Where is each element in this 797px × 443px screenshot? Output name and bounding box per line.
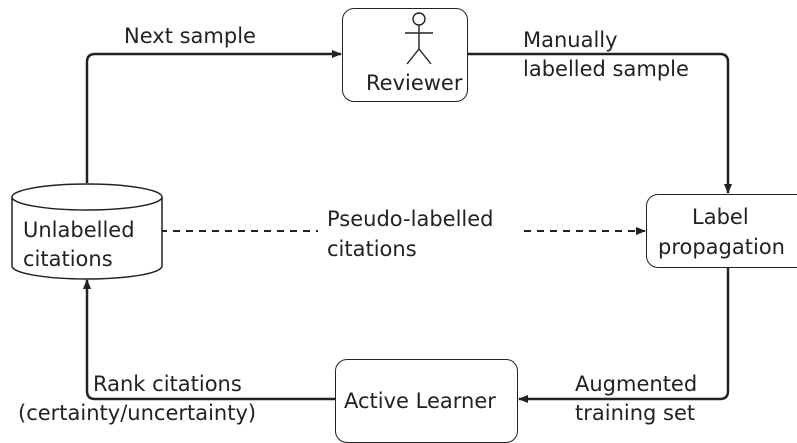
augmented-line2: training set bbox=[575, 401, 696, 425]
active-learner-label: Active Learner bbox=[344, 389, 496, 413]
stick-figure-icon bbox=[405, 12, 433, 65]
manually-labelled-line1: Manually bbox=[523, 28, 618, 52]
edge-manually-labelled bbox=[468, 52, 732, 194]
pseudo-labelled-line1: Pseudo-labelled bbox=[327, 207, 494, 231]
reviewer-label: Reviewer bbox=[366, 71, 463, 95]
label-propagation-node bbox=[646, 194, 797, 268]
active-learner-node bbox=[335, 359, 518, 443]
edge-next-sample bbox=[85, 50, 342, 183]
next-sample-label: Next sample bbox=[124, 24, 256, 48]
pseudo-labelled-line2: citations bbox=[327, 237, 417, 261]
reviewer-node bbox=[342, 8, 468, 102]
database-label-line1: Unlabelled bbox=[23, 218, 135, 242]
edge-rank bbox=[83, 279, 335, 401]
database-cylinder-icon bbox=[11, 183, 163, 280]
manually-labelled-line2: labelled sample bbox=[523, 57, 689, 81]
rank-line2: (certainty/uncertainty) bbox=[18, 401, 257, 425]
rank-line1: Rank citations bbox=[93, 372, 242, 396]
edge-augmented bbox=[518, 268, 730, 403]
label-propagation-line1: Label bbox=[692, 205, 749, 229]
database-label-line2: citations bbox=[23, 247, 113, 271]
augmented-line1: Augmented bbox=[575, 372, 698, 396]
label-propagation-line2: propagation bbox=[658, 235, 785, 259]
